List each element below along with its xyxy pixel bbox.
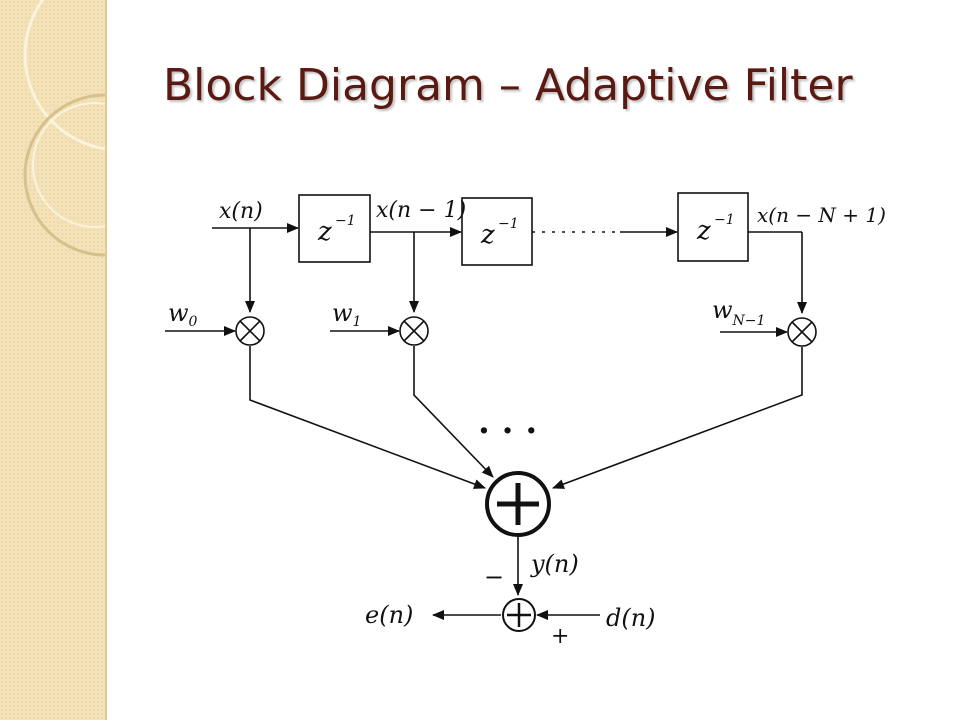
weight-label-0: w0	[168, 299, 198, 330]
product-line-1	[413, 346, 494, 478]
label-x-n-1: x(n − 1)	[376, 198, 466, 223]
multiplier-1	[399, 316, 429, 346]
decorative-side-band	[0, 0, 107, 720]
product-line-last	[552, 347, 803, 489]
delay-exp-1: −1	[335, 213, 356, 229]
label-x-n-N-1: x(n − N + 1)	[757, 203, 886, 227]
delay-block-3: z −1	[677, 192, 749, 262]
delay-label-2: z	[480, 220, 495, 250]
product-line-0	[249, 346, 486, 489]
error-summer	[502, 598, 536, 632]
delay-block-1: z −1	[298, 194, 371, 263]
delay-label-3: z	[696, 216, 711, 246]
label-y-n: y(n)	[530, 550, 579, 578]
multiplier-last	[787, 317, 817, 347]
multiplier-0	[235, 316, 265, 346]
weight-label-last: wN−1	[712, 296, 765, 329]
label-x-n: x(n)	[219, 199, 263, 224]
label-e-n: e(n)	[365, 601, 413, 629]
delay-block-2: z −1	[461, 197, 533, 266]
decorative-circles	[23, 0, 105, 257]
minus-sign: −	[484, 563, 504, 591]
slide-title: Block Diagram – Adaptive Filter	[163, 60, 853, 111]
delay-label-1: z	[317, 217, 332, 247]
plus-sign: +	[551, 624, 569, 649]
delay-exp-2: −1	[498, 216, 519, 232]
label-d-n: d(n)	[606, 604, 656, 632]
summer	[485, 471, 551, 537]
ellipsis-dots: · · ·	[478, 411, 537, 451]
delay-exp-3: −1	[714, 212, 735, 228]
weight-label-1: w1	[332, 299, 361, 330]
